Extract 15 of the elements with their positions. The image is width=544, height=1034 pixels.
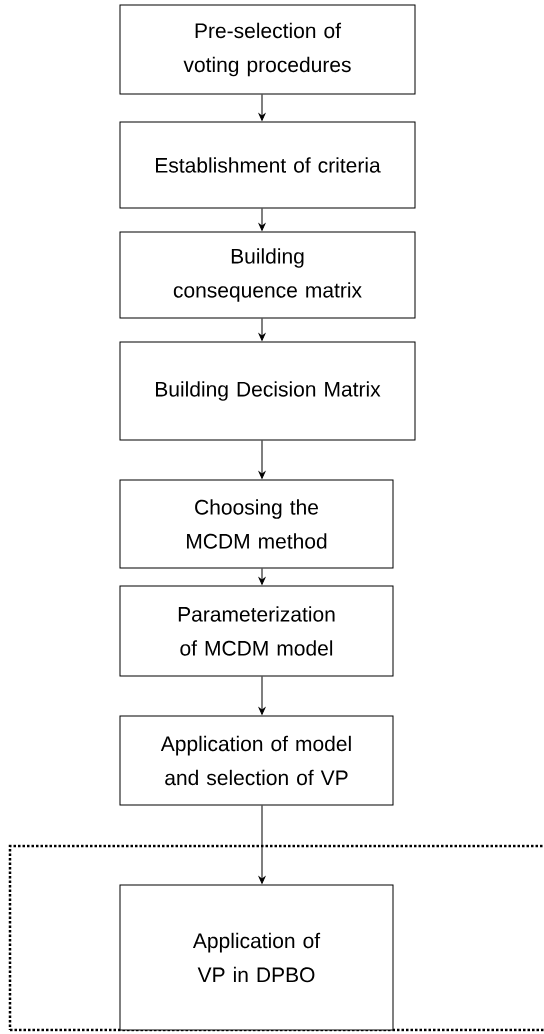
- arrow: [258, 318, 266, 341]
- process-box: Establishment of criteria: [119, 121, 416, 209]
- arrow: [258, 208, 266, 231]
- arrow: [258, 440, 266, 479]
- process-box: Building consequence matrix: [119, 231, 416, 319]
- process-box: Parameterization of MCDM model: [119, 585, 394, 677]
- arrow: [258, 676, 266, 715]
- process-box: Application of VP in DPBO: [119, 884, 394, 1031]
- process-box: Building Decision Matrix: [119, 341, 416, 441]
- process-box: Choosing the MCDM method: [119, 479, 394, 569]
- arrow: [258, 568, 266, 585]
- process-box: Pre-selection of voting procedures: [119, 4, 416, 95]
- arrow: [258, 805, 266, 884]
- process-box: Application of model and selection of VP: [119, 715, 394, 806]
- arrow: [258, 94, 266, 121]
